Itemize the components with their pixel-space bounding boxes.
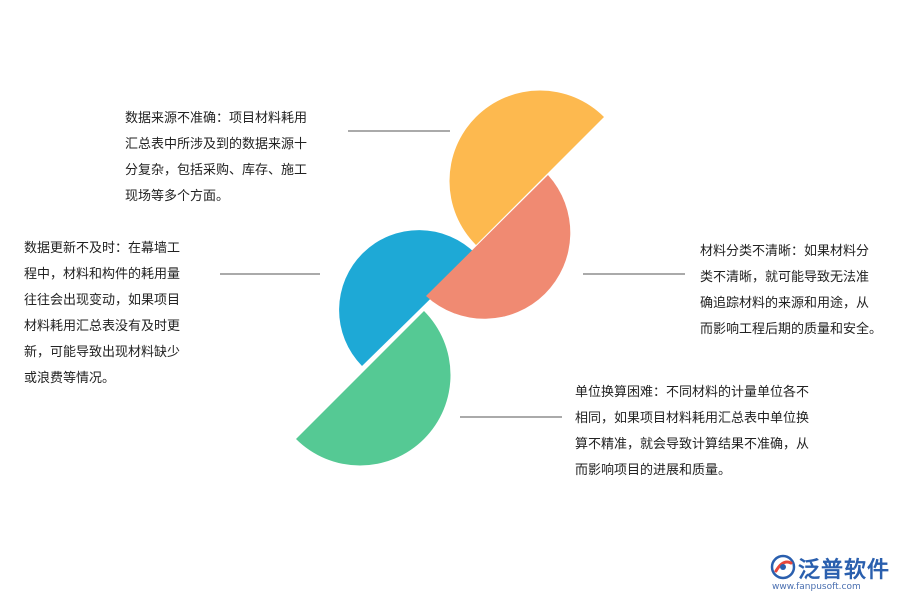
note-line: 数据来源不准确：项目材料耗用: [125, 111, 308, 126]
note-line: 数据更新不及时：在幕墙工: [24, 241, 181, 256]
note-line: 材料耗用汇总表没有及时更: [24, 319, 181, 334]
note-line: 算不精准，就会导致计算结果不准确，从: [575, 437, 810, 452]
note-line: 而影响项目的进展和质量。: [575, 463, 732, 478]
brand-mark-icon: [770, 554, 796, 580]
note-data-source-inaccurate: 数据来源不准确：项目材料耗用 汇总表中所涉及到的数据来源十 分复杂，包括采购、库…: [125, 106, 307, 210]
petal-yellow: [449, 90, 604, 245]
note-line: 分复杂，包括采购、库存、施工: [125, 163, 308, 178]
petal-salmon: [426, 175, 571, 319]
note-data-update-delayed: 数据更新不及时：在幕墙工 程中，材料和构件的耗用量 往往会出现变动，如果项目 材…: [24, 236, 180, 392]
note-line: 或浪费等情况。: [24, 371, 116, 386]
note-line: 类不清晰，就可能导致无法准: [700, 270, 870, 285]
brand-name: 泛普软件: [798, 558, 891, 583]
note-unit-conversion-difficult: 单位换算困难：不同材料的计量单位各不 相同，如果项目材料耗用汇总表中单位换 算不…: [575, 380, 809, 484]
note-line: 新，可能导致出现材料缺少: [24, 345, 181, 360]
note-material-classification-unclear: 材料分类不清晰：如果材料分 类不清晰，就可能导致无法准 确追踪材料的来源和用途，…: [700, 239, 882, 343]
brand-logo: 泛普软件 www.fanpusoft.com: [768, 552, 893, 596]
note-line: 单位换算困难：不同材料的计量单位各不: [575, 385, 810, 400]
note-line: 而影响工程后期的质量和安全。: [700, 322, 883, 337]
note-line: 汇总表中所涉及到的数据来源十: [125, 137, 308, 152]
brand-url: www.fanpusoft.com: [772, 582, 861, 592]
note-line: 现场等多个方面。: [125, 189, 230, 204]
petal-blue: [339, 230, 476, 366]
petal-green: [296, 311, 451, 466]
note-line: 程中，材料和构件的耗用量: [24, 267, 181, 282]
note-line: 确追踪材料的来源和用途，从: [700, 296, 870, 311]
note-line: 相同，如果项目材料耗用汇总表中单位换: [575, 411, 810, 426]
note-line: 往往会出现变动，如果项目: [24, 293, 181, 308]
note-line: 材料分类不清晰：如果材料分: [700, 244, 870, 259]
